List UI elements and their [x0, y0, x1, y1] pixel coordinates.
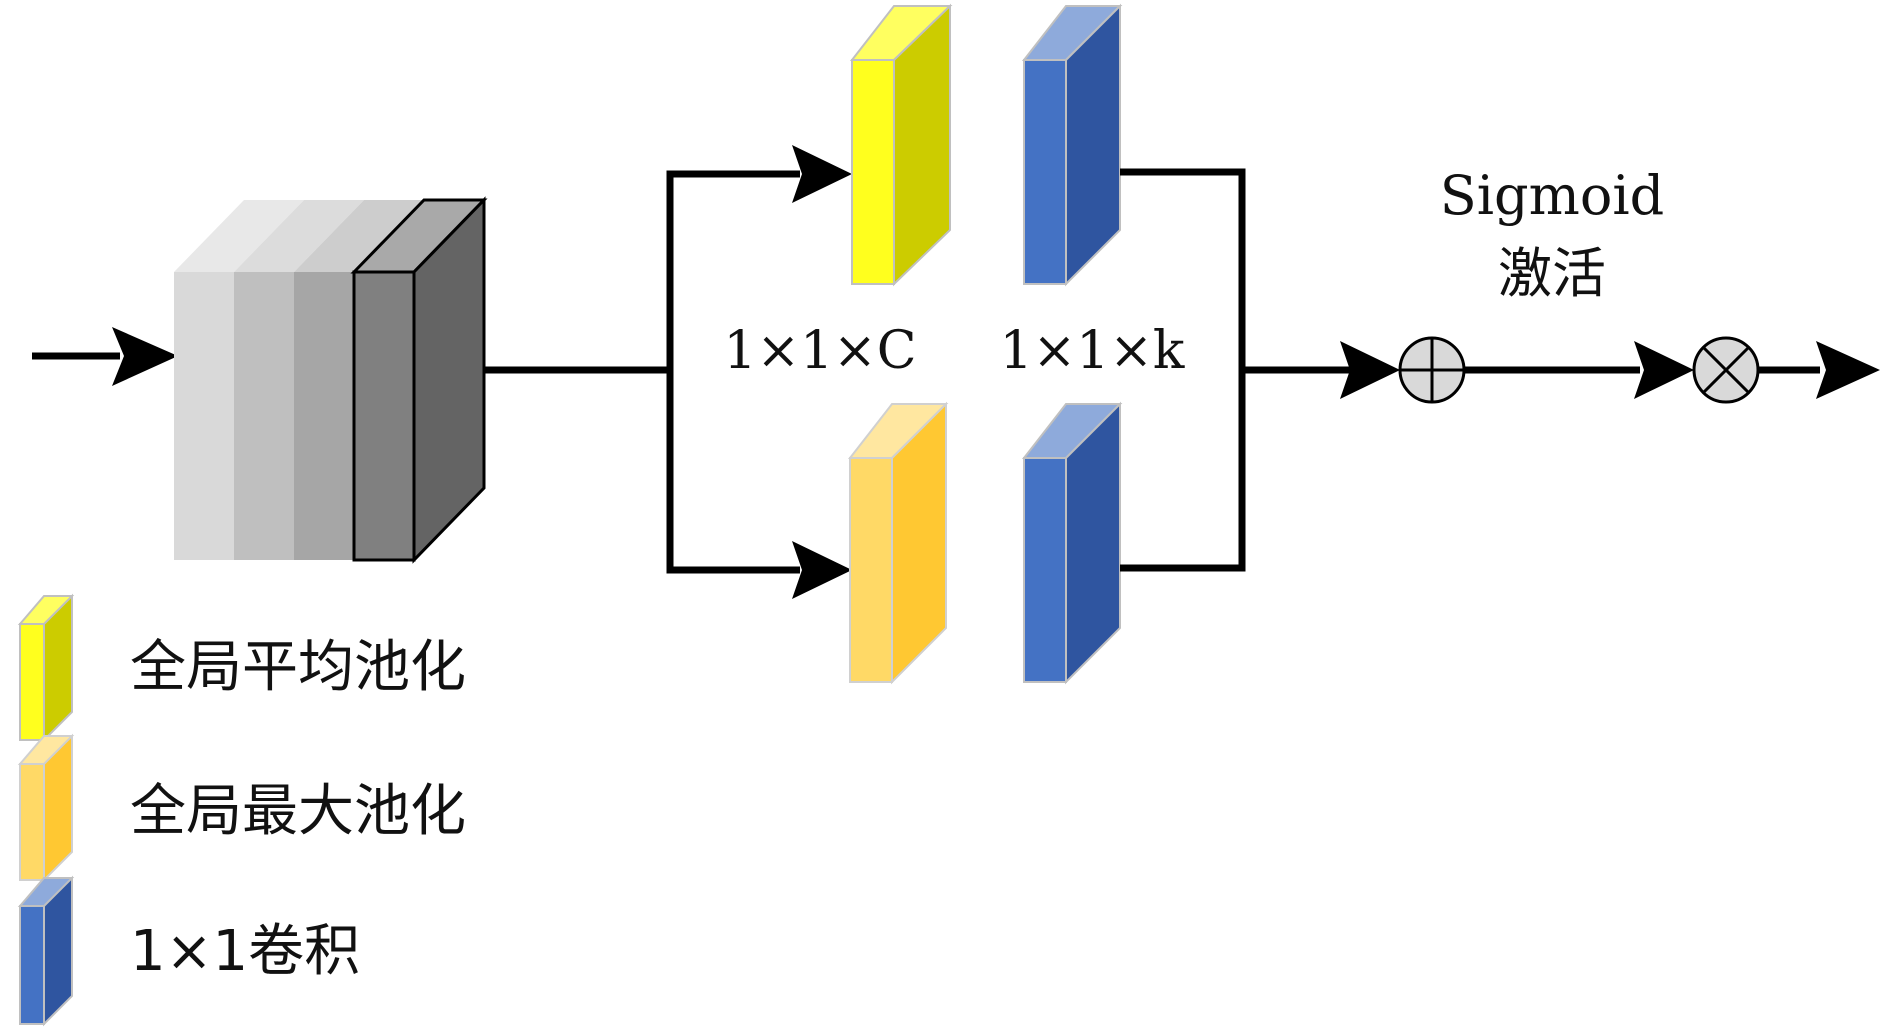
blue-block-icon — [17, 875, 75, 1027]
input-arrow — [32, 327, 178, 386]
yellow-block-icon — [17, 593, 75, 743]
merge-connector — [1120, 168, 1400, 572]
activation-label-cn: 激活 — [1498, 242, 1606, 305]
circle-plus-icon — [1398, 336, 1466, 404]
input-feature-map — [174, 196, 488, 564]
output-arrow — [1758, 341, 1880, 399]
gap-block — [849, 3, 953, 287]
conv-block-bottom — [1021, 401, 1123, 685]
dim-label-k: 1×1×k — [1000, 321, 1185, 381]
conv-block-top — [1021, 3, 1123, 287]
dim-label-c: 1×1×C — [723, 321, 916, 381]
circle-times-icon — [1692, 336, 1760, 404]
orange-block-icon — [17, 733, 75, 883]
legend-label-gap: 全局平均池化 — [130, 635, 466, 700]
split-connector — [484, 145, 852, 599]
activation-label: Sigmoid — [1440, 164, 1664, 227]
gmp-block — [847, 401, 949, 685]
arrow-to-gmp — [792, 541, 852, 599]
arrow-add-to-multiply — [1464, 341, 1694, 399]
legend-label-conv: 1×1卷积 — [130, 919, 360, 984]
legend: 全局平均池化 全局最大池化 1×1卷积 — [17, 593, 466, 1027]
arrow-to-gap — [792, 145, 852, 203]
arrow-to-add — [1340, 341, 1400, 399]
legend-label-gmp: 全局最大池化 — [130, 779, 466, 844]
